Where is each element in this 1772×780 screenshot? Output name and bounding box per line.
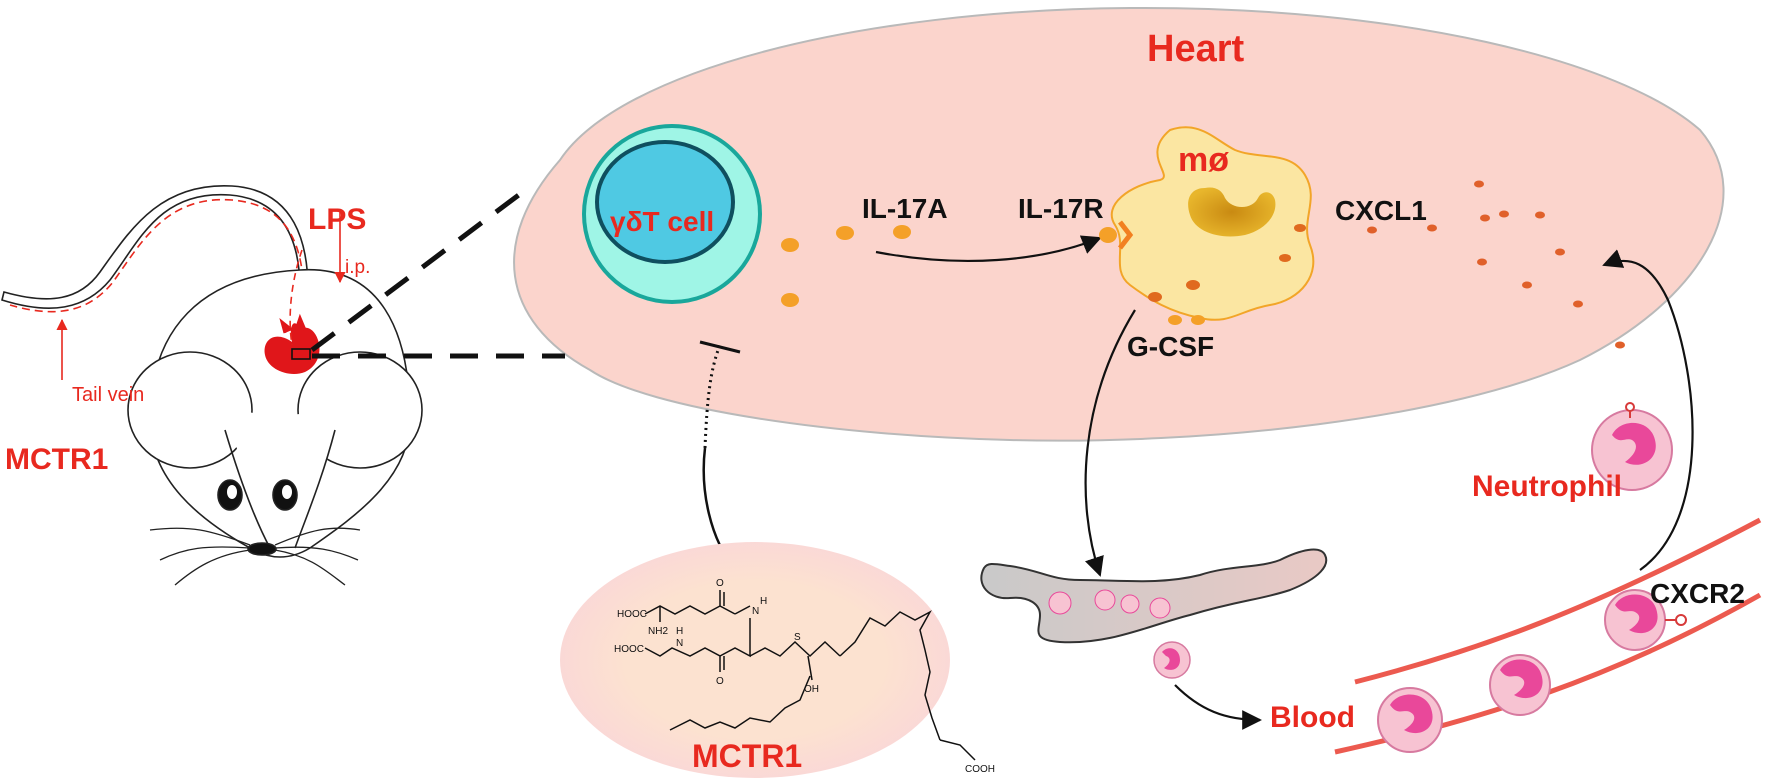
to-blood-arrow [1174, 684, 1262, 730]
struct-h-left: H [676, 626, 683, 637]
struct-oh: OH [804, 684, 819, 695]
heart-label: Heart [1147, 28, 1245, 70]
struct-hooc-left: HOOC [614, 644, 644, 655]
neutrophil-label: Neutrophil [1472, 470, 1622, 503]
il17r-label: IL-17R [1018, 193, 1104, 224]
cxcl1-label: CXCL1 [1335, 195, 1427, 226]
bone-marrow [980, 548, 1328, 679]
il17a-vesicle-3 [781, 293, 799, 307]
il17r-receptor [1099, 220, 1134, 250]
struct-h-top: H [760, 596, 767, 607]
mctr1-structure: HOOC NH2 HOOC N H O N H O S OH COOH [560, 542, 995, 778]
il17a-label: IL-17A [862, 193, 948, 224]
mctr1-structure-label: MCTR1 [692, 738, 803, 774]
mouse-illustration [1, 185, 423, 586]
mouse-heart-icon [264, 313, 320, 375]
struct-cooh: COOH [965, 764, 995, 775]
struct-hooc-top: HOOC [617, 609, 647, 620]
macrophage-nucleus [1188, 187, 1276, 237]
ip-label: i.p. [345, 257, 371, 278]
gcsf-vesicles [1168, 315, 1205, 325]
blood-vessel [1334, 517, 1762, 755]
mouse-tail [1, 185, 309, 309]
macrophage-label: mø [1178, 141, 1229, 179]
heart-zoom-box [291, 348, 311, 360]
mctr1-mouse-label: MCTR1 [5, 443, 109, 476]
neutrophil-vessel-1 [1377, 687, 1443, 753]
struct-n-left: N [676, 638, 683, 649]
struct-nh2: NH2 [648, 626, 668, 637]
tail-vein-label: Tail vein [72, 384, 145, 406]
gcsf-label: G-CSF [1127, 331, 1215, 362]
neutrophil-heart [1591, 402, 1673, 491]
il17a-secreted [893, 225, 911, 239]
macrophage [1110, 126, 1315, 321]
gcsf-arrow [1084, 309, 1136, 577]
struct-o-bottom: O [716, 676, 724, 687]
mouse-nose [247, 542, 277, 556]
mouse-whiskers [149, 527, 361, 586]
gdt-nucleus [595, 140, 735, 264]
mctr1-bonds [644, 590, 976, 761]
il17a-arrow [875, 235, 1102, 263]
neutrophil-vessel-2 [1489, 654, 1551, 716]
cxcr2-label: CXCR2 [1650, 578, 1745, 609]
mctr1-inhibition-bar [699, 340, 741, 354]
struct-n-top: N [752, 606, 759, 617]
cxcl1-dots [1367, 180, 1625, 349]
blood-label: Blood [1270, 701, 1355, 734]
mouse-ear-left [127, 351, 253, 469]
lps-label: LPS [308, 203, 367, 236]
tail-vein-line [9, 198, 305, 313]
neutrophil-migration-arrow [1602, 249, 1694, 571]
il17a-vesicle-1 [836, 226, 854, 240]
gdt-cell [582, 124, 854, 307]
mouse-head [149, 269, 411, 558]
neutrophil-vessel-3 [1604, 589, 1687, 651]
il17a-vesicle-2 [781, 238, 799, 252]
struct-s: S [794, 632, 801, 643]
lps-injection-path [289, 249, 303, 346]
gdt-cell-label: γδT cell [610, 206, 715, 237]
struct-o-top: O [716, 578, 724, 589]
